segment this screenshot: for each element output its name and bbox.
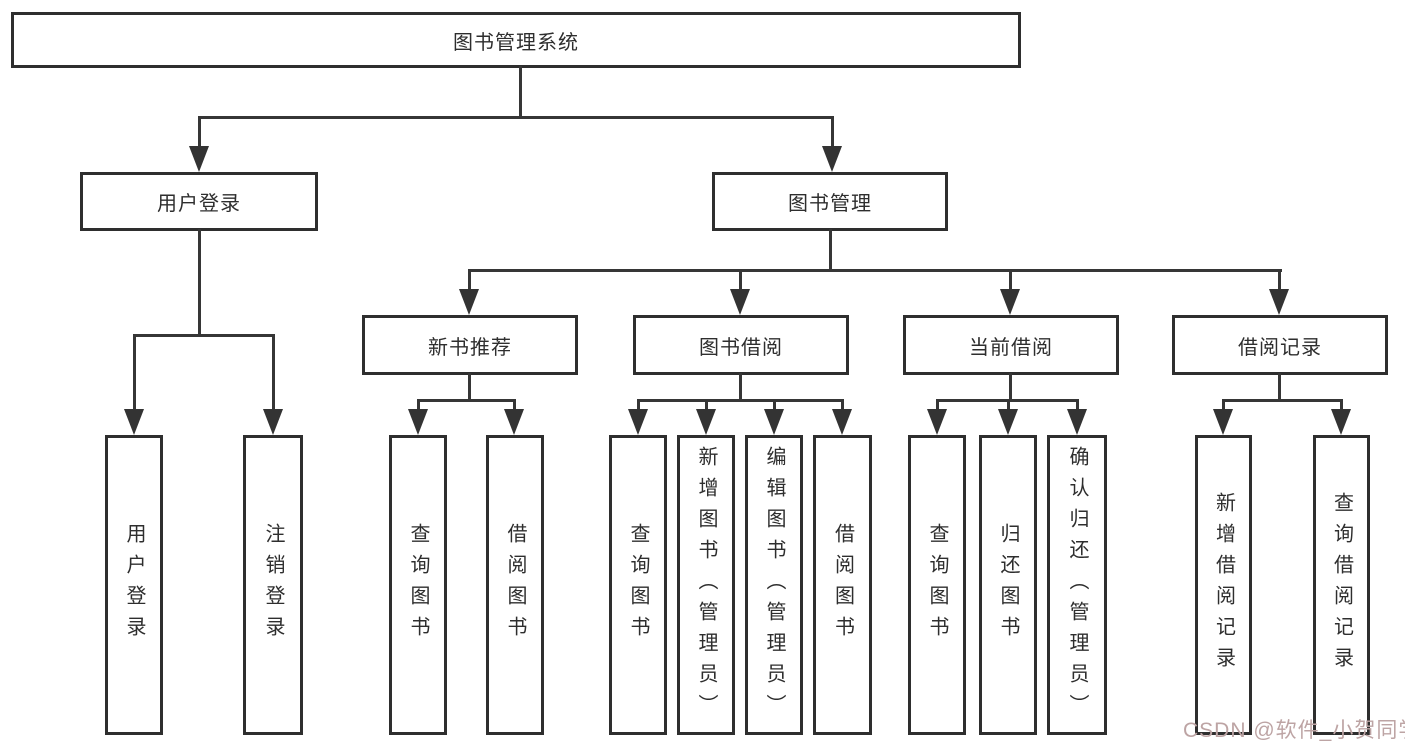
- leaf-user-login-label: 用户登录: [123, 523, 145, 647]
- arrow-stem: [739, 269, 742, 295]
- connector-vline-root: [519, 66, 522, 119]
- arrow-stem: [1222, 399, 1225, 413]
- leaf-query-borrow-record-label: 查询借阅记录: [1330, 492, 1353, 678]
- leaf-add-book-admin: 新增图书（管理员）: [677, 435, 735, 735]
- arrow-stem: [417, 399, 420, 413]
- arrow-down-icon: [927, 409, 947, 435]
- leaf-edit-book-admin: 编辑图书（管理员）: [745, 435, 803, 735]
- connector-vline-book-management: [829, 229, 832, 272]
- node-current-borrow: 当前借阅: [903, 315, 1119, 375]
- leaf-confirm-return-admin-label: 确认归还（管理员）: [1066, 445, 1088, 725]
- arrow-stem: [1340, 399, 1343, 413]
- node-root: 图书管理系统: [11, 12, 1021, 68]
- connector-vline-current-borrow: [1009, 373, 1012, 402]
- arrow-down-icon: [263, 409, 283, 435]
- leaf-borrow-books: 借阅图书: [813, 435, 872, 735]
- leaf-return-book-label: 归还图书: [997, 523, 1019, 647]
- arrow-down-icon: [730, 289, 750, 315]
- arrow-down-icon: [1067, 409, 1087, 435]
- leaf-add-borrow-record: 新增借阅记录: [1195, 435, 1252, 735]
- connector-hline-level1: [198, 116, 834, 119]
- node-new-book-recommend: 新书推荐: [362, 315, 578, 375]
- leaf-user-login: 用户登录: [105, 435, 163, 735]
- arrow-down-icon: [998, 409, 1018, 435]
- leaf-query-borrow-record: 查询借阅记录: [1313, 435, 1370, 735]
- arrow-down-icon: [628, 409, 648, 435]
- arrow-stem: [133, 334, 136, 415]
- node-new-book-recommend-label: 新书推荐: [428, 336, 512, 359]
- leaf-borrow-books-label: 借阅图书: [831, 523, 854, 647]
- arrow-down-icon: [1269, 289, 1289, 315]
- arrow-down-icon: [1213, 409, 1233, 435]
- arrow-down-icon: [459, 289, 479, 315]
- connector-vline-book-borrow: [739, 373, 742, 402]
- arrow-stem: [705, 399, 708, 413]
- arrow-stem: [773, 399, 776, 413]
- connector-vline-new-book: [468, 373, 471, 402]
- connector-hline-level3: [469, 269, 1282, 272]
- connector-vline-borrow-records: [1278, 373, 1281, 402]
- arrow-down-icon: [764, 409, 784, 435]
- leaf-query-books-borrow-label: 查询图书: [627, 523, 649, 647]
- connector-vline-user-login: [198, 229, 201, 337]
- node-user-login-label: 用户登录: [157, 193, 241, 215]
- arrow-down-icon: [189, 146, 209, 172]
- arrow-down-icon: [832, 409, 852, 435]
- node-current-borrow-label: 当前借阅: [969, 336, 1053, 359]
- arrow-down-icon: [408, 409, 428, 435]
- node-borrow-records-label: 借阅记录: [1238, 336, 1322, 359]
- connector-hline-new-book: [417, 399, 516, 402]
- arrow-stem: [637, 399, 640, 413]
- arrow-stem: [1278, 269, 1281, 295]
- node-book-borrow: 图书借阅: [633, 315, 849, 375]
- arrow-down-icon: [822, 146, 842, 172]
- leaf-edit-book-admin-label: 编辑图书（管理员）: [763, 445, 785, 725]
- leaf-logout: 注销登录: [243, 435, 303, 735]
- node-book-borrow-label: 图书借阅: [699, 336, 783, 359]
- arrow-stem: [468, 269, 471, 295]
- leaf-query-books-recommend: 查询图书: [389, 435, 447, 735]
- arrow-stem: [198, 116, 201, 152]
- leaf-borrow-books-recommend-label: 借阅图书: [504, 523, 526, 647]
- leaf-query-books-current: 查询图书: [908, 435, 966, 735]
- connector-hline-user-login: [133, 334, 275, 337]
- node-book-management-label: 图书管理: [788, 193, 872, 215]
- arrow-stem: [841, 399, 844, 413]
- arrow-stem: [936, 399, 939, 413]
- arrow-stem: [272, 334, 275, 415]
- arrow-stem: [1009, 269, 1012, 295]
- node-borrow-records: 借阅记录: [1172, 315, 1388, 375]
- arrow-stem: [831, 116, 834, 152]
- leaf-query-books-recommend-label: 查询图书: [407, 523, 429, 647]
- leaf-add-borrow-record-label: 新增借阅记录: [1212, 492, 1235, 678]
- arrow-down-icon: [1000, 289, 1020, 315]
- leaf-add-book-admin-label: 新增图书（管理员）: [695, 445, 717, 725]
- leaf-logout-label: 注销登录: [262, 523, 284, 647]
- arrow-down-icon: [1331, 409, 1351, 435]
- arrow-stem: [1007, 399, 1010, 413]
- node-root-label: 图书管理系统: [453, 31, 579, 54]
- leaf-return-book: 归还图书: [979, 435, 1037, 735]
- node-user-login: 用户登录: [80, 172, 318, 231]
- leaf-query-books-borrow: 查询图书: [609, 435, 667, 735]
- node-book-management: 图书管理: [712, 172, 948, 231]
- connector-hline-borrow-records: [1222, 399, 1343, 402]
- arrow-down-icon: [504, 409, 524, 435]
- leaf-borrow-books-recommend: 借阅图书: [486, 435, 544, 735]
- leaf-confirm-return-admin: 确认归还（管理员）: [1047, 435, 1107, 735]
- arrow-stem: [513, 399, 516, 413]
- arrow-stem: [1076, 399, 1079, 413]
- leaf-query-books-current-label: 查询图书: [926, 523, 948, 647]
- arrow-down-icon: [696, 409, 716, 435]
- csdn-watermark: CSDN @软件_小贺同学: [1183, 719, 1405, 742]
- connector-hline-book-borrow: [637, 399, 844, 402]
- arrow-down-icon: [124, 409, 144, 435]
